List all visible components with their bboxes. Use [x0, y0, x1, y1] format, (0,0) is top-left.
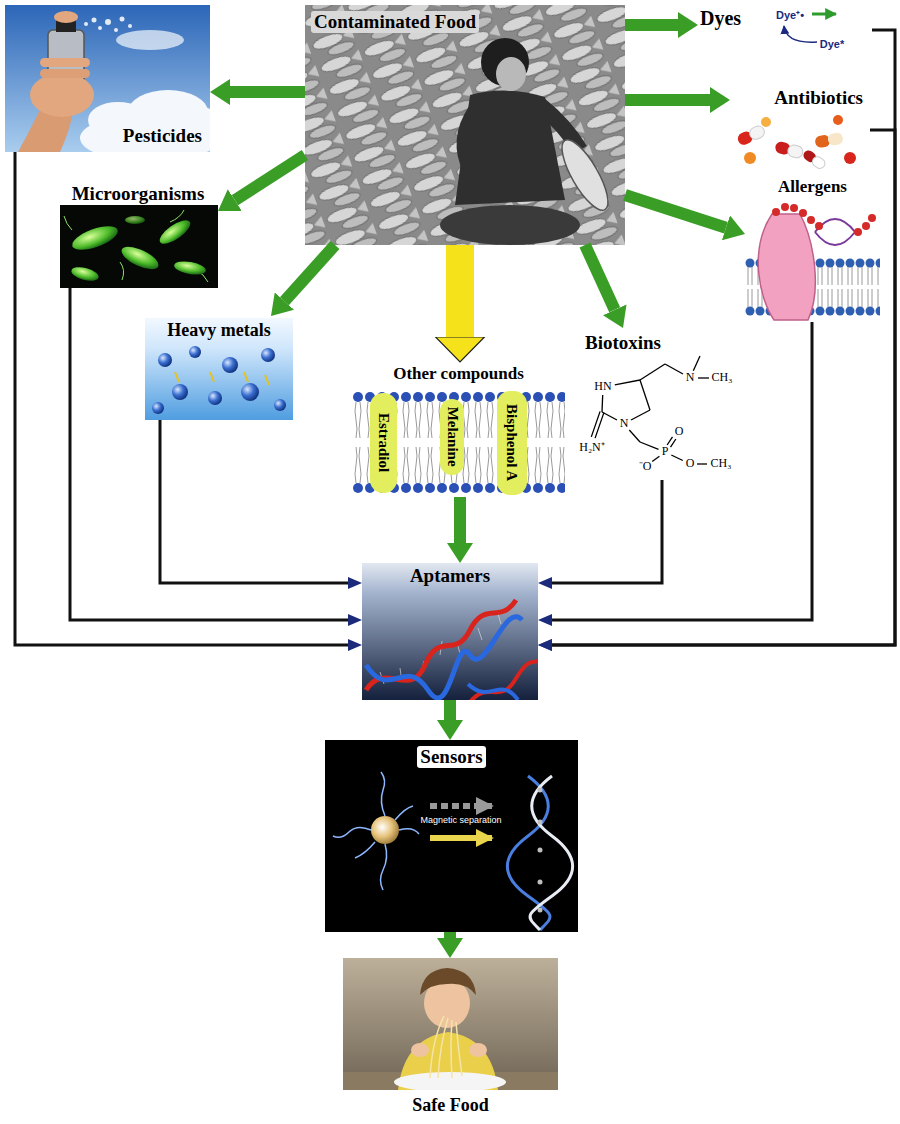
- green-arrow: [284, 245, 335, 301]
- compound-blob: Estradiol: [370, 393, 397, 493]
- feed-line: [160, 420, 348, 583]
- feed-line: [70, 288, 348, 620]
- lipid-membrane-picture: [352, 390, 565, 495]
- compound-blob: Bisphenol A: [497, 391, 527, 495]
- green-arrow: [625, 19, 678, 31]
- food-photo: Contaminated Food: [305, 5, 625, 245]
- bacteria-picture: [60, 205, 218, 288]
- category-title: Other compounds: [393, 364, 524, 384]
- compound-name: Bisphenol A: [503, 404, 520, 481]
- feed-line: [552, 480, 662, 583]
- antibiotics-picture: Antibiotics: [730, 85, 870, 168]
- food-photo-picture: [305, 5, 625, 245]
- atom-label: CH₃: [711, 457, 732, 470]
- allergen-membrane-picture: [745, 200, 880, 322]
- green-arrow: [444, 700, 456, 720]
- pointer-arrow: [446, 245, 474, 337]
- antibiotics-picture: [730, 85, 870, 170]
- atom-label: H₂N⁺: [579, 441, 605, 454]
- category-title: Safe Food: [412, 1095, 489, 1116]
- category-title: Dyes: [700, 7, 741, 30]
- atom-label: O: [675, 425, 684, 438]
- metal-ions-picture: [145, 318, 293, 420]
- category-title: Microorganisms: [72, 183, 205, 205]
- pesticide-spray-picture: [5, 5, 210, 152]
- compound-name: Estradiol: [375, 413, 392, 472]
- compound-name: Melanine: [443, 407, 460, 467]
- atom-label: N: [686, 371, 695, 384]
- safe-food-photo: Safe Food: [343, 958, 558, 1118]
- feed-line: [552, 30, 895, 645]
- category-title: Sensors: [417, 746, 485, 768]
- category-title: Allergens: [778, 177, 847, 197]
- green-arrow: [625, 195, 726, 228]
- heavy-metals-picture: Heavy metals: [145, 316, 293, 420]
- sensor-scheme-picture: [325, 740, 578, 932]
- child-eating-photo: [343, 958, 558, 1090]
- green-arrow: [444, 932, 456, 938]
- green-arrow: [585, 245, 615, 310]
- category-title: Antibiotics: [771, 87, 866, 109]
- atom-label: N: [620, 417, 629, 430]
- green-arrow: [230, 86, 305, 98]
- category-title: Heavy metals: [167, 320, 270, 341]
- dna-helix-picture: [362, 563, 538, 700]
- green-arrow: [235, 155, 305, 200]
- allergens-picture: Allergens: [745, 176, 880, 322]
- atom-label: HN: [594, 380, 611, 393]
- category-title: Contaminated Food: [311, 11, 479, 33]
- pesticides-picture: Pesticides: [5, 5, 210, 152]
- feed-line: [552, 322, 812, 620]
- sensor-picture: Sensors: [325, 740, 578, 932]
- species-label: Dye*: [820, 38, 844, 50]
- chemical-structure: [591, 356, 709, 464]
- category-title: Pesticides: [120, 125, 205, 147]
- green-arrow: [454, 497, 466, 543]
- compound-blob: Melanine: [440, 399, 464, 475]
- green-arrow: [625, 94, 710, 106]
- feed-line: [15, 152, 348, 645]
- aptamer-picture: Aptamers: [362, 563, 538, 700]
- membrane-picture: Other compoundsEstradiol Melanine Bispheno…: [352, 363, 565, 497]
- category-title: Aptamers: [410, 565, 490, 587]
- atom-label: P: [662, 445, 669, 458]
- species-label: Dye⁺•: [776, 9, 804, 21]
- microorganisms-picture: Microorganisms: [58, 183, 218, 288]
- atom-label: O: [686, 457, 695, 470]
- category-title: Biotoxins: [585, 332, 661, 354]
- feed-line: [552, 130, 895, 645]
- atom-label: ⁻O: [639, 460, 652, 473]
- step-caption: Magnetic separation: [420, 816, 501, 826]
- atom-label: CH₃: [712, 371, 733, 384]
